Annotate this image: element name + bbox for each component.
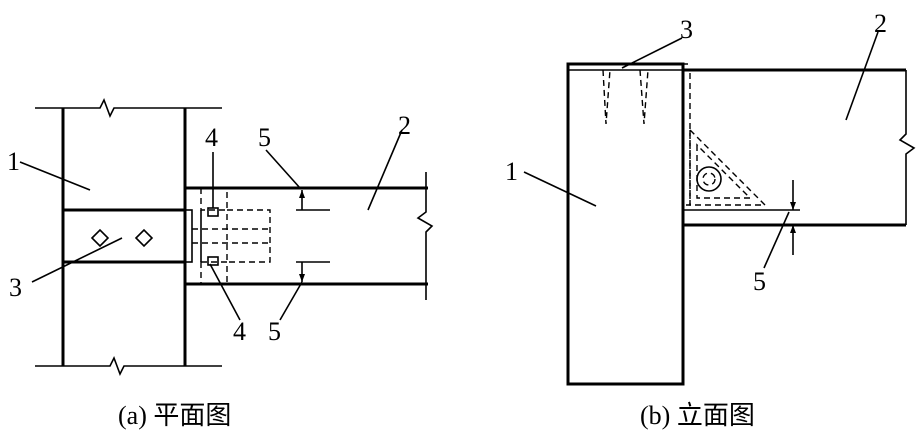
elevation-gap-dimension: [683, 180, 805, 255]
bolt-hole-icon: [90, 228, 110, 248]
elevation-caption: (b) 立面图: [640, 401, 755, 430]
plan-label-beam: 2: [398, 111, 411, 140]
bolt-icon: [696, 166, 722, 192]
elevation-label-beam: 2: [874, 9, 887, 38]
plan-gap-dimensions: [296, 190, 330, 282]
elevation-leaders: [523, 31, 879, 269]
elevation-plate: [568, 63, 691, 206]
plan-label-column: 1: [7, 147, 20, 176]
elevation-label-column: 1: [505, 157, 518, 186]
plan-label-gap-top: 5: [258, 123, 271, 152]
elevation-label-gap: 5: [753, 267, 766, 296]
elevation-gusset: [689, 128, 767, 206]
elevation-column: [566, 62, 685, 386]
plan-hidden-lines: [192, 187, 271, 285]
plan-beam: [184, 172, 434, 300]
plan-label-bolt-bottom: 4: [233, 317, 246, 346]
plan-label-bolt-top: 4: [205, 123, 218, 152]
plan-view: 1 2 3 4 4 5 5 (a) 平面图: [7, 98, 434, 430]
bolt-hole-icon: [134, 228, 154, 248]
plan-label-gap-bottom: 5: [268, 317, 281, 346]
elevation-label-plate: 3: [680, 15, 693, 44]
plan-plate: [63, 208, 193, 264]
plan-caption: (a) 平面图: [118, 401, 231, 430]
plan-column: [35, 98, 222, 376]
elevation-view: 1 2 3 5 (b) 立面图: [505, 9, 916, 430]
elevation-beam: [683, 68, 916, 227]
plan-leaders: [19, 129, 403, 321]
plan-label-plate: 3: [9, 273, 22, 302]
